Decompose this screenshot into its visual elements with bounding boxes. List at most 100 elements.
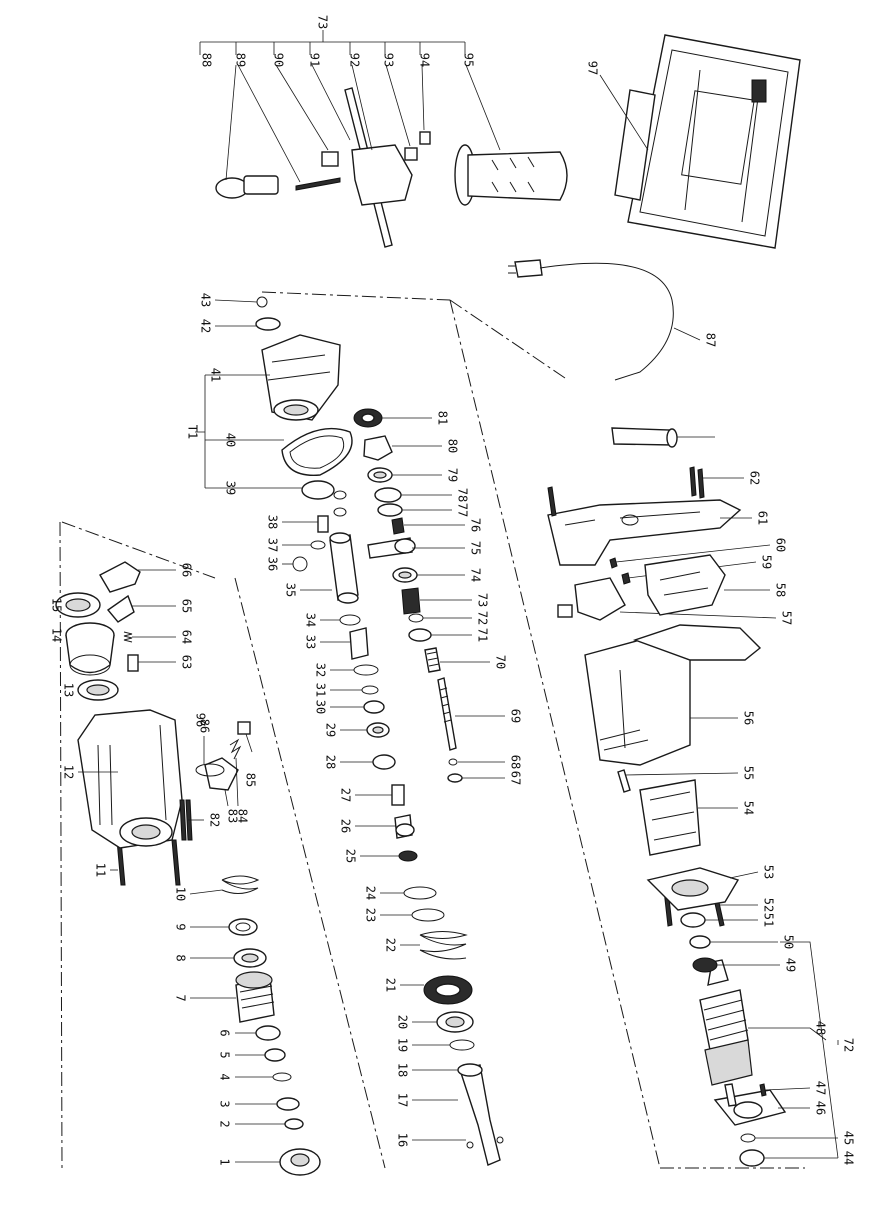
part-number-60: 60 [774,538,788,552]
spring-10 [189,875,260,895]
ball-43 [214,296,268,308]
bearing-71 [408,628,472,642]
part-number-78: 78 [456,488,470,502]
part-number-86: 86 [198,719,212,733]
ring-42 [215,317,281,331]
part-number-72: 72 [476,611,490,625]
part-number-57: 57 [780,611,794,625]
part-number-82: 82 [208,813,222,827]
nut-94 [419,64,431,145]
bearing-79 [367,467,442,483]
part-number-91: 91 [308,53,322,67]
group-label-72: 72 [842,1038,856,1052]
bearing-30 [330,700,385,714]
bearing-39 [240,480,347,517]
sleeve-14 [65,622,115,676]
part-number-64: 64 [180,630,194,644]
shaft-67-70 [424,647,505,783]
ring-5 [235,1048,286,1062]
cap-44 [739,1149,838,1167]
part-number-42: 42 [199,319,213,333]
switch-58 [644,554,770,616]
part-number-21: 21 [384,978,398,992]
handle-body-92 [351,64,413,206]
part-number-40: 40 [224,433,238,447]
part-number-37: 37 [266,538,280,552]
bearing-13 [77,679,119,701]
boundary-middle [234,291,661,1169]
part-number-15: 15 [50,598,64,612]
part-number-39: 39 [224,481,238,495]
part-number-24: 24 [364,886,378,900]
ring-72 [408,613,472,623]
part-number-41: 41 [209,368,223,382]
clamp-90 [275,64,339,167]
callout-labels: 1234567891011121314151617181920212223242… [50,15,856,1166]
lever-65 [106,594,176,623]
armature-48 [699,959,810,1107]
part-number-5: 5 [218,1051,232,1058]
power-cable-87 [508,259,701,381]
bearing-28 [340,754,396,770]
part-number-75: 75 [469,541,483,555]
part-number-59: 59 [760,555,774,569]
part-number-54: 54 [742,801,756,815]
part-number-32: 32 [314,663,328,677]
depth-ring-88 [215,64,279,199]
part-number-77: 77 [456,503,470,517]
washer-9 [190,918,258,936]
gear-81 [353,408,432,428]
circlip-31 [330,685,379,695]
part-number-79: 79 [446,468,460,482]
boundary-left [59,521,216,1170]
chuck-cap-1 [235,1148,321,1176]
stator-54 [639,779,738,856]
part-number-55: 55 [742,766,756,780]
pin-63 [127,654,176,672]
washer-80 [363,435,442,461]
oring-24 [380,886,437,900]
part-number-97: 97 [586,61,600,75]
part-number-3: 3 [218,1100,232,1107]
part-number-95: 95 [462,53,476,67]
part-number-67: 67 [509,771,523,785]
part-number-84: 84 [236,809,250,823]
motor-bracket-53 [646,867,759,911]
screw-89 [237,64,341,191]
part-number-62: 62 [748,471,762,485]
bearing-74 [392,567,465,583]
washer-2 [235,1118,304,1130]
ball-36 [282,556,308,572]
part-number-47: 47 [814,1081,828,1095]
part-number-8: 8 [174,954,188,961]
oring-32 [330,664,379,676]
part-number-61: 61 [756,511,770,525]
part-number-38: 38 [266,515,280,529]
part-number-36: 36 [266,557,280,571]
part-number-28: 28 [324,755,338,769]
cylinder-35 [300,532,359,604]
striker-33 [320,627,369,660]
bracket-73 [199,30,466,55]
spring-84 [229,738,242,807]
part-number-46: 46 [814,1101,828,1115]
part-number-52: 52 [762,898,776,912]
ring-25 [360,850,418,862]
part-number-17: 17 [396,1093,410,1107]
part-number-22: 22 [384,938,398,952]
pin-27 [355,784,405,806]
part-number-51: 51 [762,913,776,927]
bearing-8 [190,948,267,968]
part-number-45: 45 [842,1131,856,1145]
bracket-72 [780,941,839,1159]
part-number-1: 1 [218,1158,232,1165]
part-number-34: 34 [304,613,318,627]
spindle-16-18 [412,1063,504,1166]
screws-62 [547,466,744,517]
carry-case-97 [599,34,801,249]
part-number-11: 11 [94,863,108,877]
bearing-77 [377,503,452,517]
part-number-2: 2 [218,1120,232,1127]
part-number-81: 81 [436,411,450,425]
